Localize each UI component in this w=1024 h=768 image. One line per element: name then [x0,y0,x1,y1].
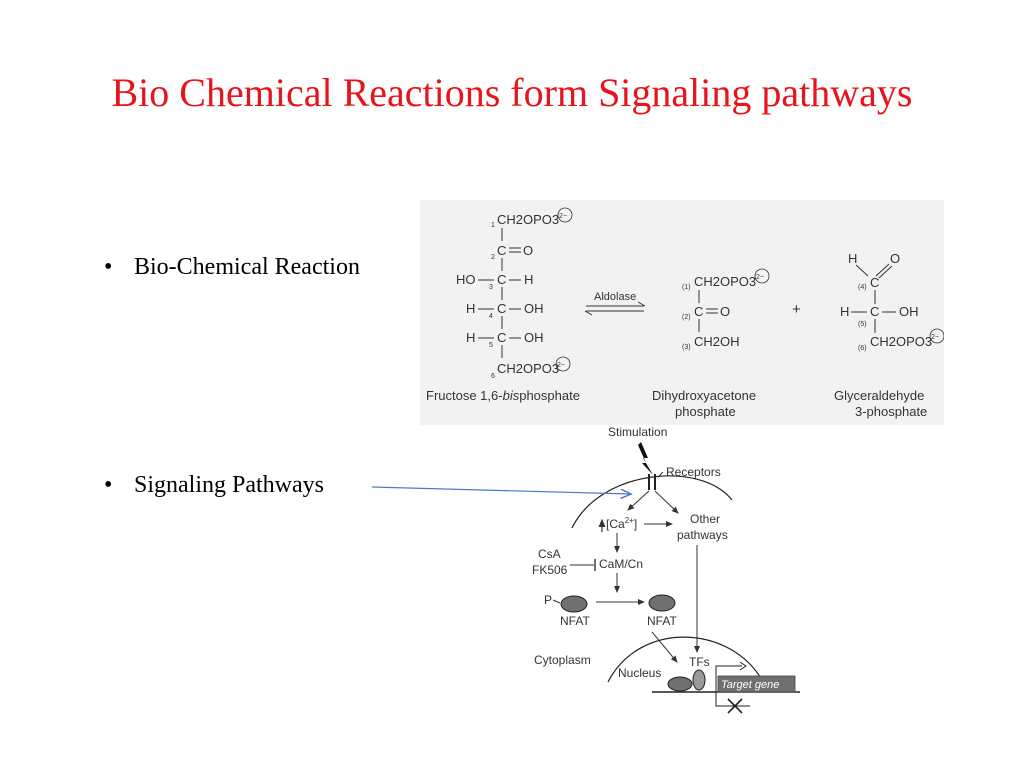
dhap-c1: CH2OPO3 [694,274,756,289]
carbon-number: 6 [491,373,495,380]
fructose-c3: C [497,272,506,287]
fructose-c2: C [497,243,506,258]
bullet-dot: • [104,254,113,280]
reaction-diagram: 1 CH2OPO3 2− 2 C O HO 3 C H H 4 C [420,200,945,425]
fructose-c2-oxygen: O [523,243,533,258]
transcription-block-icon [715,692,750,714]
fructose-c5-left: H [466,330,475,345]
charge-badge: 2− [754,268,770,284]
aldolase-equilibrium-arrow: Aldolase [584,291,646,316]
g3p-aldehyde-o: O [890,251,900,266]
tfs-label: TFs [689,655,710,669]
charge-text: 2− [931,334,939,341]
bullet-text: Signaling Pathways [134,472,324,498]
carbon-number: (2) [682,314,691,321]
fructose-structure: 1 CH2OPO3 2− 2 C O HO 3 C H H 4 C [426,207,580,403]
charge-text: 2− [756,274,764,281]
reaction-svg: 1 CH2OPO3 2− 2 C O HO 3 C H H 4 C [426,207,945,419]
cell-membrane [571,475,733,529]
bullet-dot: • [104,472,113,498]
stimulation-label: Stimulation [608,425,667,439]
fructose-c4-left: H [466,301,475,316]
fructose-c5: C [497,330,506,345]
carbon-number: 4 [489,313,493,320]
transcription-start-arrow [715,661,747,692]
phosphate-label: P [544,593,552,607]
g3p-name-line1: Glyceraldehyde [834,388,924,403]
fructose-c4: C [497,301,506,316]
carbon-number: 3 [489,284,493,291]
g3p-c5-h: H [840,304,849,319]
fructose-name: Fructose 1,6-bisphosphate [426,388,580,403]
bullet-signaling-pathways: • Signaling Pathways [104,472,324,499]
g3p-c4: C [870,275,879,290]
other-pathways-line2: pathways [677,528,728,542]
inhibition-icon [570,559,596,571]
receptor-icon [648,474,656,490]
fructose-c1: CH2OPO3 [497,212,559,227]
carbon-number: (4) [858,284,867,291]
dhap-c3: CH2OH [694,334,740,349]
tf-dna-bound-icon [692,669,706,691]
nfat-label-1: NFAT [560,614,590,628]
calcium-label: [Ca2+] [606,516,637,531]
g3p-name-line2: 3-phosphate [855,404,927,419]
target-gene-box [717,675,796,693]
nuclear-envelope [607,636,763,683]
target-gene-label: Target gene [721,679,779,691]
bullet-text: Bio-Chemical Reaction [134,254,360,280]
charge-badge: 2− [929,328,945,344]
nucleus-label: Nucleus [618,666,661,680]
g3p-c6: CH2OPO3 [870,334,932,349]
bullet-biochemical-reaction: • Bio-Chemical Reaction [104,254,360,281]
carbon-number: 1 [491,222,495,229]
nfat-label-2: NFAT [647,614,677,628]
cytoplasm-label: Cytoplasm [534,653,591,667]
charge-badge: 2− [557,207,573,223]
receptors-label: Receptors [666,465,721,479]
carbon-number: (6) [858,345,867,352]
carbon-number: (1) [682,284,691,291]
nfat-phosphorylated-icon [560,595,588,613]
g3p-c5-oh: OH [899,304,919,319]
csa-label: CsA [538,547,561,561]
dhap-name-line2: phosphate [675,404,736,419]
fructose-c5-right: OH [524,330,544,345]
dhap-c2-oxygen: O [720,304,730,319]
lightning-icon [638,442,653,475]
fk506-label: FK506 [532,563,568,577]
dhap-structure: (1) CH2OPO3 2− (2) C O (3) CH2OH Dihydro… [652,268,770,419]
g3p-c5: C [870,304,879,319]
g3p-structure: H O (4) C H (5) C OH (6) CH2OPO3 2− Glyc… [834,251,945,419]
nfat-active-icon [648,594,676,612]
g3p-aldehyde-h: H [848,251,857,266]
carbon-number: (5) [858,321,867,328]
camcn-label: CaM/Cn [599,557,643,571]
plus-sign: + [792,301,801,318]
enzyme-label: Aldolase [594,291,636,303]
nfat-dna-bound-icon [667,676,693,692]
carbon-number: 5 [489,342,493,349]
charge-badge: 2− [555,356,571,372]
fructose-c3-right: H [524,272,533,287]
fructose-c4-right: OH [524,301,544,316]
fructose-c6: CH2OPO3 [497,361,559,376]
charge-text: 2− [557,362,565,369]
other-pathways-line1: Other [690,512,720,526]
charge-text: 2− [559,213,567,220]
slide-title: Bio Chemical Reactions form Signaling pa… [111,70,913,115]
fructose-c3-left: HO [456,272,476,287]
dhap-c2: C [694,304,703,319]
carbon-number: 2 [491,254,495,261]
signaling-pathway-diagram: Stimulation Receptors [Ca2+] Other pathw… [532,425,800,714]
carbon-number: (3) [682,344,691,351]
dhap-name-line1: Dihydroxyacetone [652,388,756,403]
